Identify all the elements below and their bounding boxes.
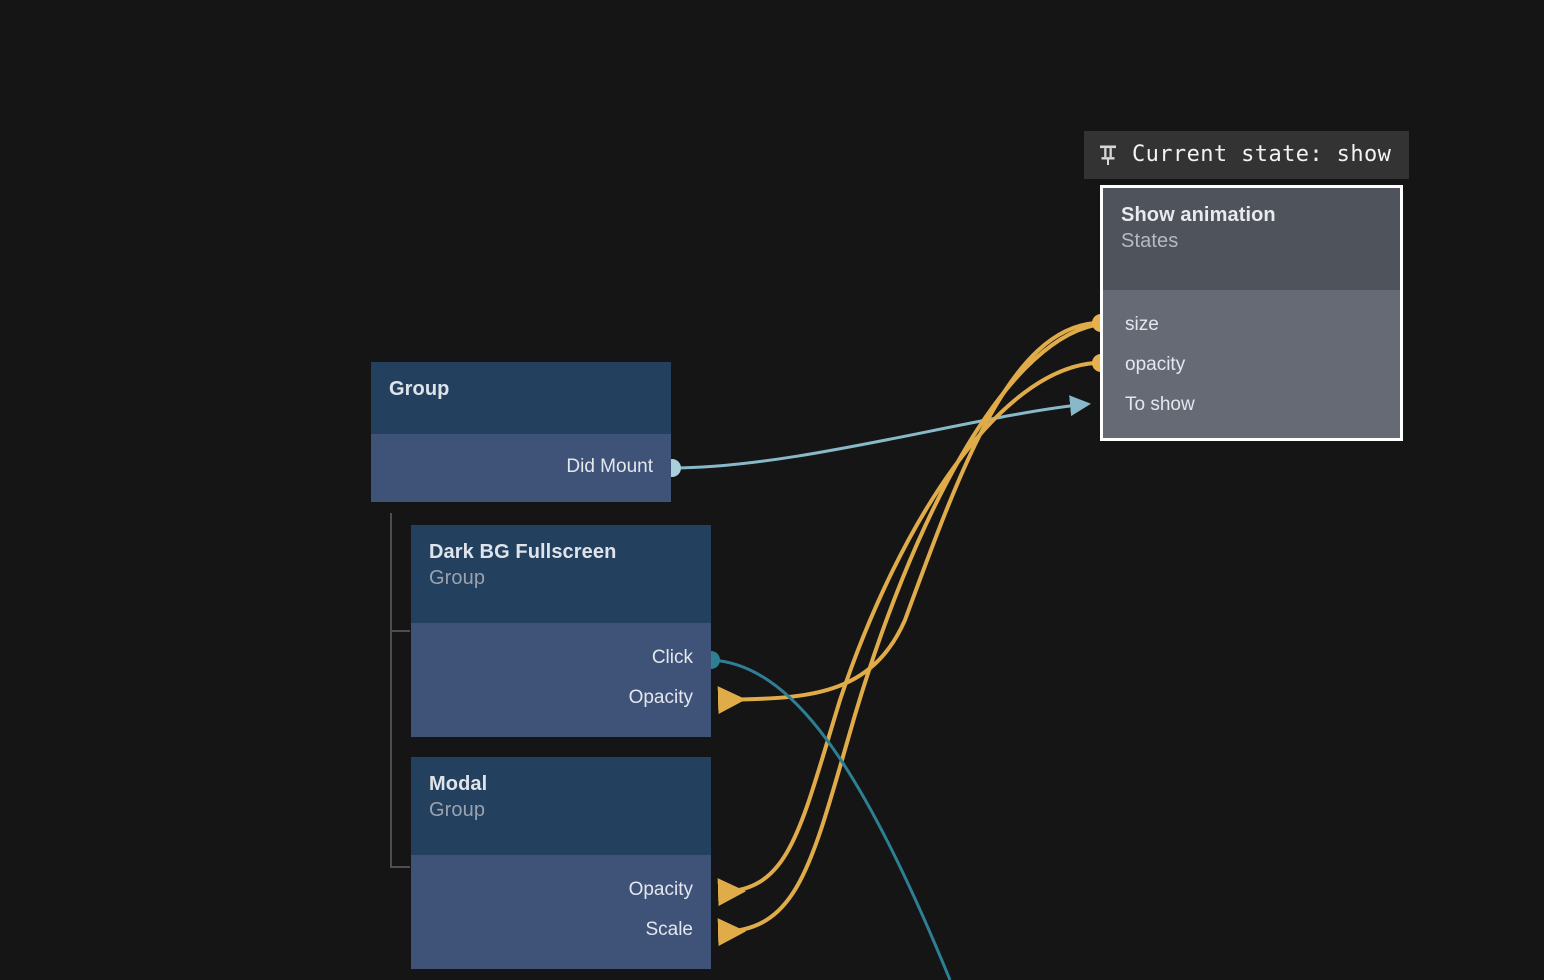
node-dark-bg-fullscreen[interactable]: Dark BG Fullscreen Group Click Opacity bbox=[411, 525, 711, 737]
node-modal-body: Opacity Scale bbox=[411, 855, 711, 969]
edge-opacity-to-modal-opacity bbox=[717, 361, 1096, 907]
node-dark-bg-fullscreen-title: Dark BG Fullscreen bbox=[429, 541, 617, 563]
port-row-did-mount[interactable]: Did Mount bbox=[566, 454, 653, 480]
port-label-darkbg-opacity: Opacity bbox=[628, 687, 693, 708]
node-show-animation[interactable]: Show animation States size opacity To sh… bbox=[1100, 185, 1403, 441]
port-label-size: size bbox=[1125, 314, 1159, 335]
node-show-animation-subtitle: States bbox=[1121, 230, 1179, 252]
port-label-did-mount: Did Mount bbox=[566, 456, 653, 477]
port-label-modal-opacity: Opacity bbox=[628, 879, 693, 900]
current-state-banner[interactable]: Current state: show bbox=[1084, 131, 1410, 179]
node-group-title: Group bbox=[389, 378, 450, 400]
port-label-opacity: opacity bbox=[1125, 354, 1186, 375]
edge-size-to-darkbg-opacity bbox=[717, 321, 1096, 715]
node-show-animation-body: size opacity To show bbox=[1103, 290, 1400, 438]
node-group[interactable]: Group Did Mount bbox=[371, 362, 671, 502]
current-state-text: Current state: show bbox=[1132, 142, 1392, 167]
node-dark-bg-fullscreen-header: Dark BG Fullscreen Group bbox=[411, 525, 711, 623]
port-row-opacity[interactable]: opacity bbox=[1125, 352, 1185, 378]
node-dark-bg-fullscreen-subtitle: Group bbox=[429, 567, 486, 589]
node-modal[interactable]: Modal Group Opacity Scale bbox=[411, 757, 711, 969]
node-dark-bg-fullscreen-body: Click Opacity bbox=[411, 623, 711, 737]
port-label-to-show: To show bbox=[1125, 394, 1195, 415]
node-modal-subtitle: Group bbox=[429, 799, 486, 821]
node-modal-header: Modal Group bbox=[411, 757, 711, 855]
pin-icon bbox=[1100, 145, 1116, 165]
port-row-size[interactable]: size bbox=[1125, 312, 1159, 338]
edge-size-to-modal-scale bbox=[717, 323, 1096, 947]
tree-branch-line bbox=[390, 630, 410, 632]
edge-did-mount-to-show bbox=[671, 395, 1091, 470]
node-modal-title: Modal bbox=[429, 773, 488, 795]
tree-branch-line bbox=[390, 866, 410, 868]
port-row-to-show[interactable]: To show bbox=[1125, 392, 1195, 418]
edge-click-outgoing bbox=[711, 658, 952, 980]
port-row-click[interactable]: Click bbox=[652, 645, 693, 671]
tree-trunk-line bbox=[390, 513, 392, 868]
node-group-header: Group bbox=[371, 362, 671, 434]
node-show-animation-title: Show animation bbox=[1121, 204, 1276, 226]
node-group-body: Did Mount bbox=[371, 434, 671, 502]
port-label-click: Click bbox=[651, 647, 693, 668]
port-label-modal-scale: Scale bbox=[645, 919, 693, 940]
node-show-animation-header: Show animation States bbox=[1103, 188, 1400, 290]
port-row-modal-opacity[interactable]: Opacity bbox=[629, 877, 693, 903]
port-row-darkbg-opacity[interactable]: Opacity bbox=[629, 685, 693, 711]
port-row-modal-scale[interactable]: Scale bbox=[645, 917, 693, 943]
